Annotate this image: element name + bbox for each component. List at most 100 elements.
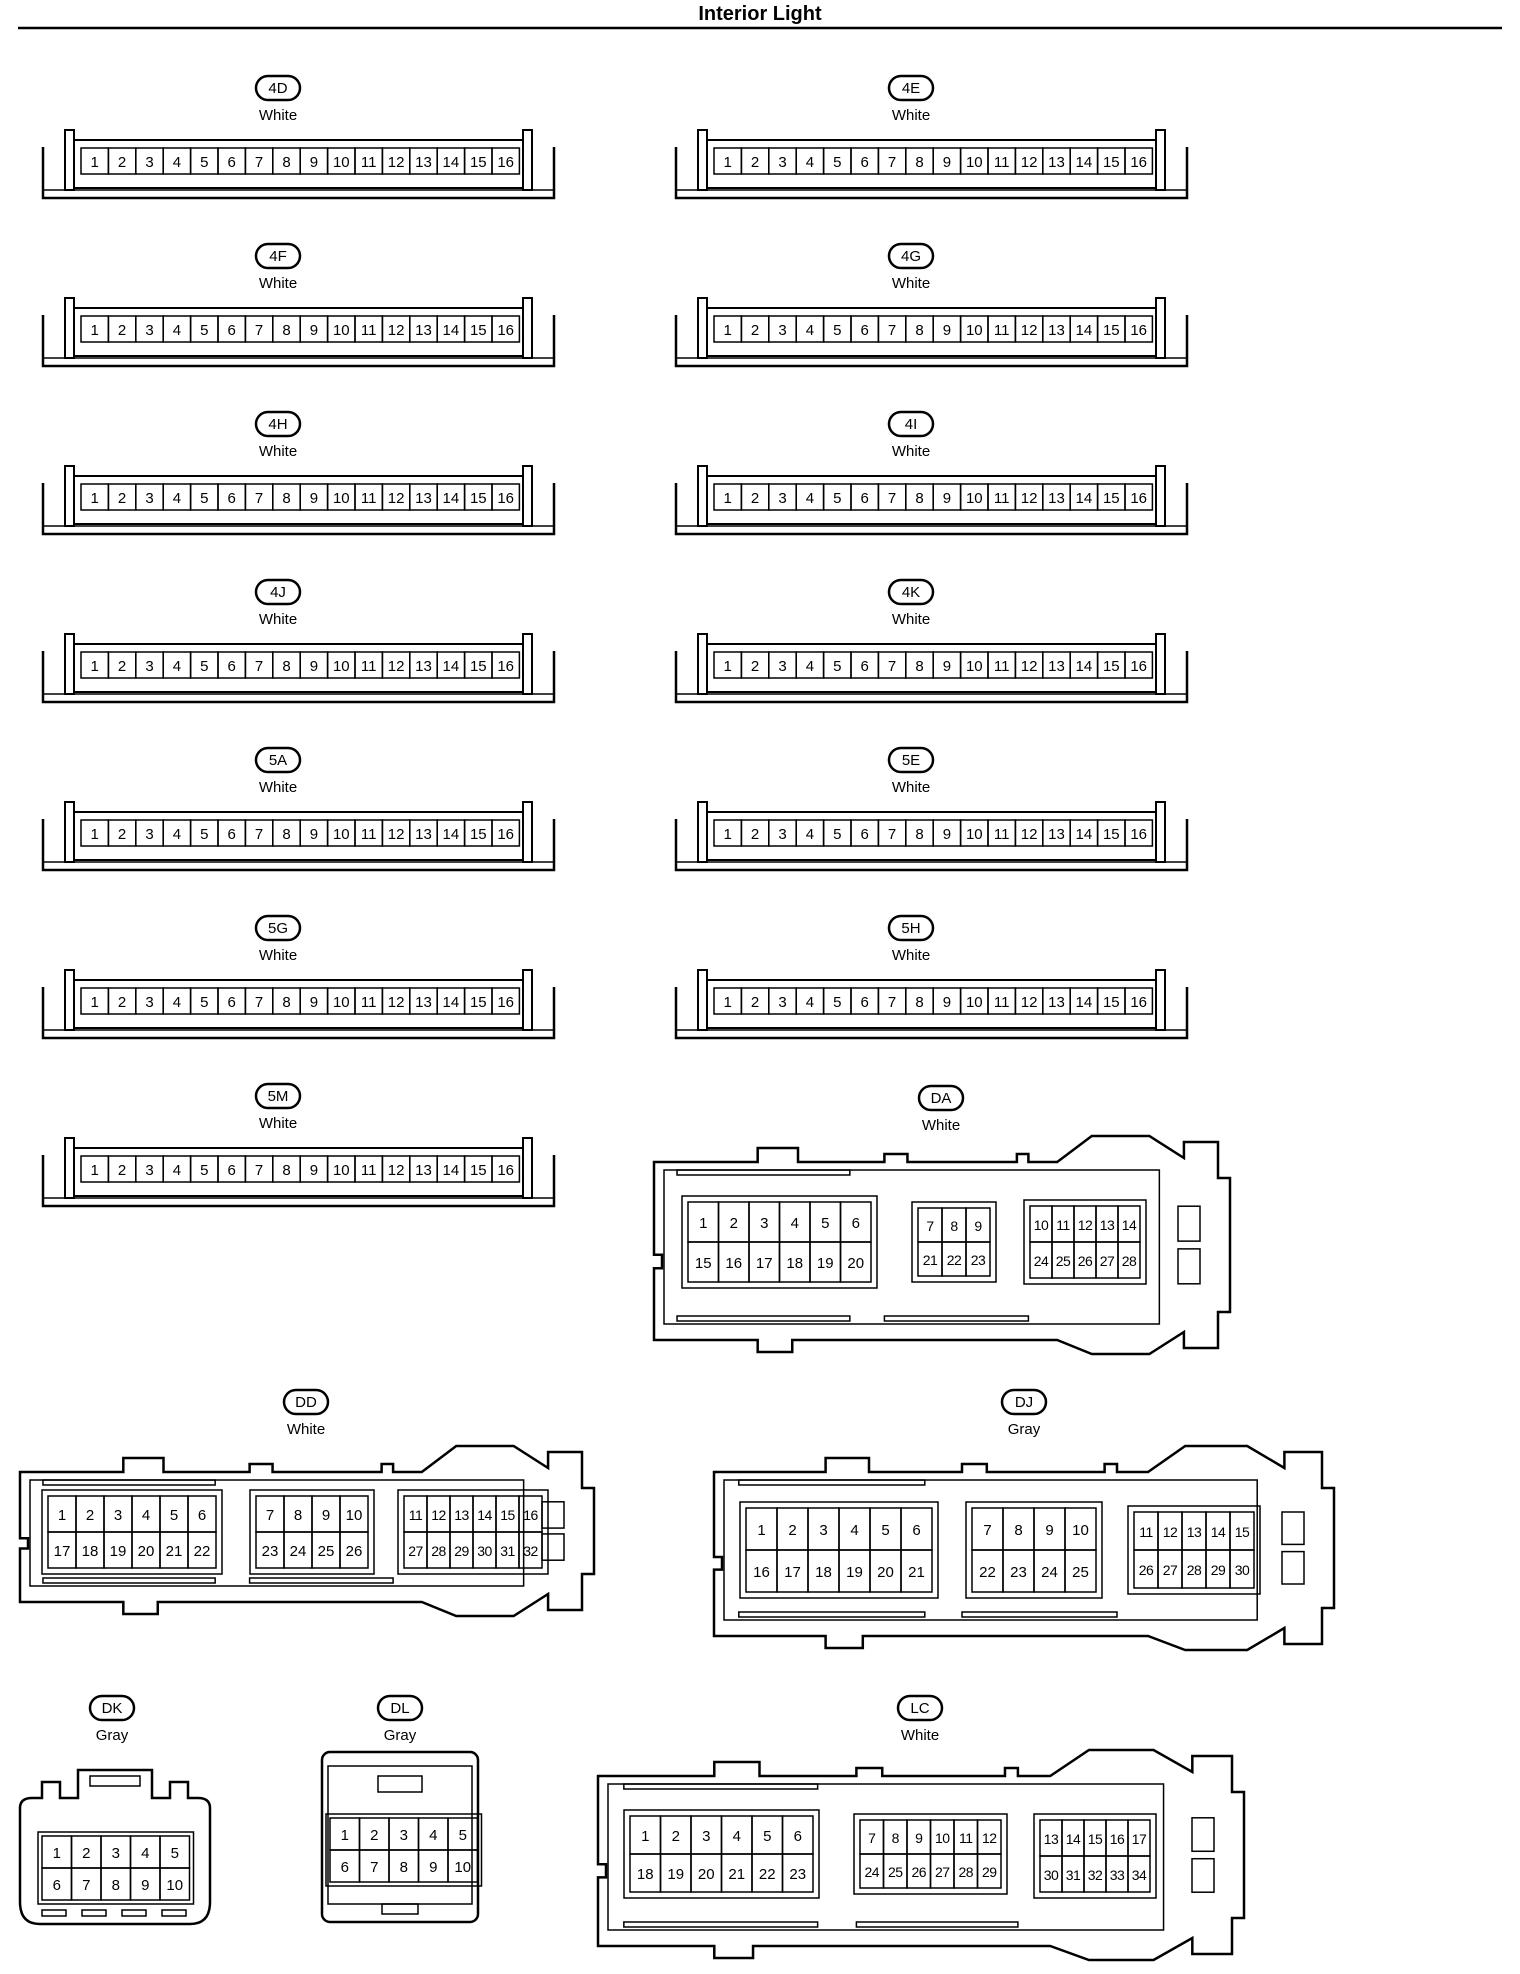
pin-number: 13 <box>1048 994 1065 1011</box>
connector-slot <box>81 1909 107 1917</box>
pin-number: 11 <box>959 1830 973 1846</box>
pin-number: 20 <box>138 1543 155 1560</box>
pin-number: 1 <box>91 490 99 507</box>
pin-number: 1 <box>91 826 99 843</box>
connector-id-badge <box>254 410 302 438</box>
pin-number: 3 <box>145 490 153 507</box>
pin-number: 4 <box>791 1215 799 1232</box>
pin-number: 11 <box>994 154 1010 171</box>
pin-number: 11 <box>994 490 1010 507</box>
connector-id: DK <box>102 1700 123 1717</box>
connector-color: White <box>259 611 297 628</box>
pin-number: 14 <box>443 994 460 1011</box>
pin-cell <box>1124 147 1154 175</box>
connector-housing <box>706 643 1157 693</box>
pin-number: 12 <box>388 994 405 1011</box>
connector-latch <box>64 801 75 863</box>
pin-number: 14 <box>1076 658 1093 675</box>
connector-rail <box>676 1315 851 1322</box>
connector-inner-frame <box>663 1169 1161 1325</box>
pin-number: 17 <box>784 1564 801 1581</box>
connector-outline <box>41 987 556 1040</box>
pin-number: 4 <box>850 1522 858 1539</box>
pin-number: 6 <box>228 322 236 339</box>
pin-number: 15 <box>470 490 487 507</box>
pin-number: 7 <box>266 1507 274 1524</box>
pin-number: 16 <box>1130 322 1147 339</box>
pin-number: 1 <box>724 154 732 171</box>
connector-color: White <box>259 107 297 124</box>
pin-number: 13 <box>415 154 432 171</box>
pin-number: 26 <box>911 1864 926 1880</box>
connector-outline <box>674 483 1189 536</box>
connector-id: 4J <box>270 584 286 601</box>
pin-number: 26 <box>346 1543 363 1560</box>
pin-number: 6 <box>53 1877 61 1894</box>
connector-id: 5M <box>268 1088 289 1105</box>
pin-number: 1 <box>91 322 99 339</box>
pin-number: 14 <box>1076 826 1093 843</box>
pin-number: 10 <box>333 1162 350 1179</box>
pin-number: 12 <box>1021 154 1038 171</box>
pin-number: 11 <box>1056 1217 1070 1233</box>
connector-outline <box>652 1134 1232 1356</box>
pin-group-frame <box>911 1201 997 1283</box>
pin-number: 20 <box>847 1255 864 1272</box>
pin-number: 16 <box>497 1162 514 1179</box>
pin-cell <box>900 1549 933 1593</box>
pin-number: 13 <box>1044 1831 1059 1847</box>
pin-number: 12 <box>388 826 405 843</box>
pin-cell <box>839 1241 872 1283</box>
pin-group-frame <box>681 1195 878 1289</box>
pin-number: 16 <box>1130 154 1147 171</box>
connector-outline <box>596 1748 1246 1962</box>
pin-number: 5 <box>833 994 841 1011</box>
pin-number: 22 <box>194 1543 211 1560</box>
pin-number: 3 <box>145 658 153 675</box>
connector-id: 4K <box>902 584 920 601</box>
pin-number: 7 <box>370 1859 378 1876</box>
pin-number: 10 <box>966 826 983 843</box>
pin-number: 7 <box>255 994 263 1011</box>
pin-cell <box>518 1531 543 1569</box>
pin-number: 4 <box>173 1162 181 1179</box>
connector-color: White <box>922 1117 960 1134</box>
pin-number: 19 <box>817 1255 834 1272</box>
pin-number: 11 <box>409 1507 423 1523</box>
connector-slot <box>1281 1550 1305 1585</box>
pin-number: 14 <box>1066 1831 1081 1847</box>
connector-rail <box>42 1577 216 1584</box>
connector-color: White <box>259 275 297 292</box>
pin-number: 5 <box>170 1507 178 1524</box>
pin-number: 8 <box>112 1877 120 1894</box>
pin-number: 9 <box>943 490 951 507</box>
pin-number: 23 <box>1010 1564 1027 1581</box>
pin-number: 8 <box>294 1507 302 1524</box>
pin-number: 11 <box>361 994 377 1011</box>
connector-rail <box>623 1921 819 1928</box>
pin-number: 3 <box>778 994 786 1011</box>
pin-number: 8 <box>1014 1522 1022 1539</box>
pin-number: 8 <box>915 154 923 171</box>
pin-cell <box>159 1867 191 1901</box>
connector-id-badge <box>1000 1388 1048 1416</box>
pin-cell <box>1117 1241 1141 1279</box>
pin-number: 15 <box>470 154 487 171</box>
pin-number: 6 <box>861 154 869 171</box>
pin-number: 7 <box>888 490 896 507</box>
pin-number: 19 <box>846 1564 863 1581</box>
pin-number: 1 <box>91 154 99 171</box>
pin-group-frame <box>397 1489 549 1575</box>
pin-number: 11 <box>1139 1524 1153 1540</box>
pin-number: 16 <box>1130 826 1147 843</box>
pin-number: 21 <box>923 1252 938 1268</box>
connector-outline <box>18 1444 596 1618</box>
pin-number: 3 <box>778 154 786 171</box>
pin-number: 7 <box>255 1162 263 1179</box>
connector-rail <box>855 1921 1019 1928</box>
pin-number: 1 <box>724 658 732 675</box>
